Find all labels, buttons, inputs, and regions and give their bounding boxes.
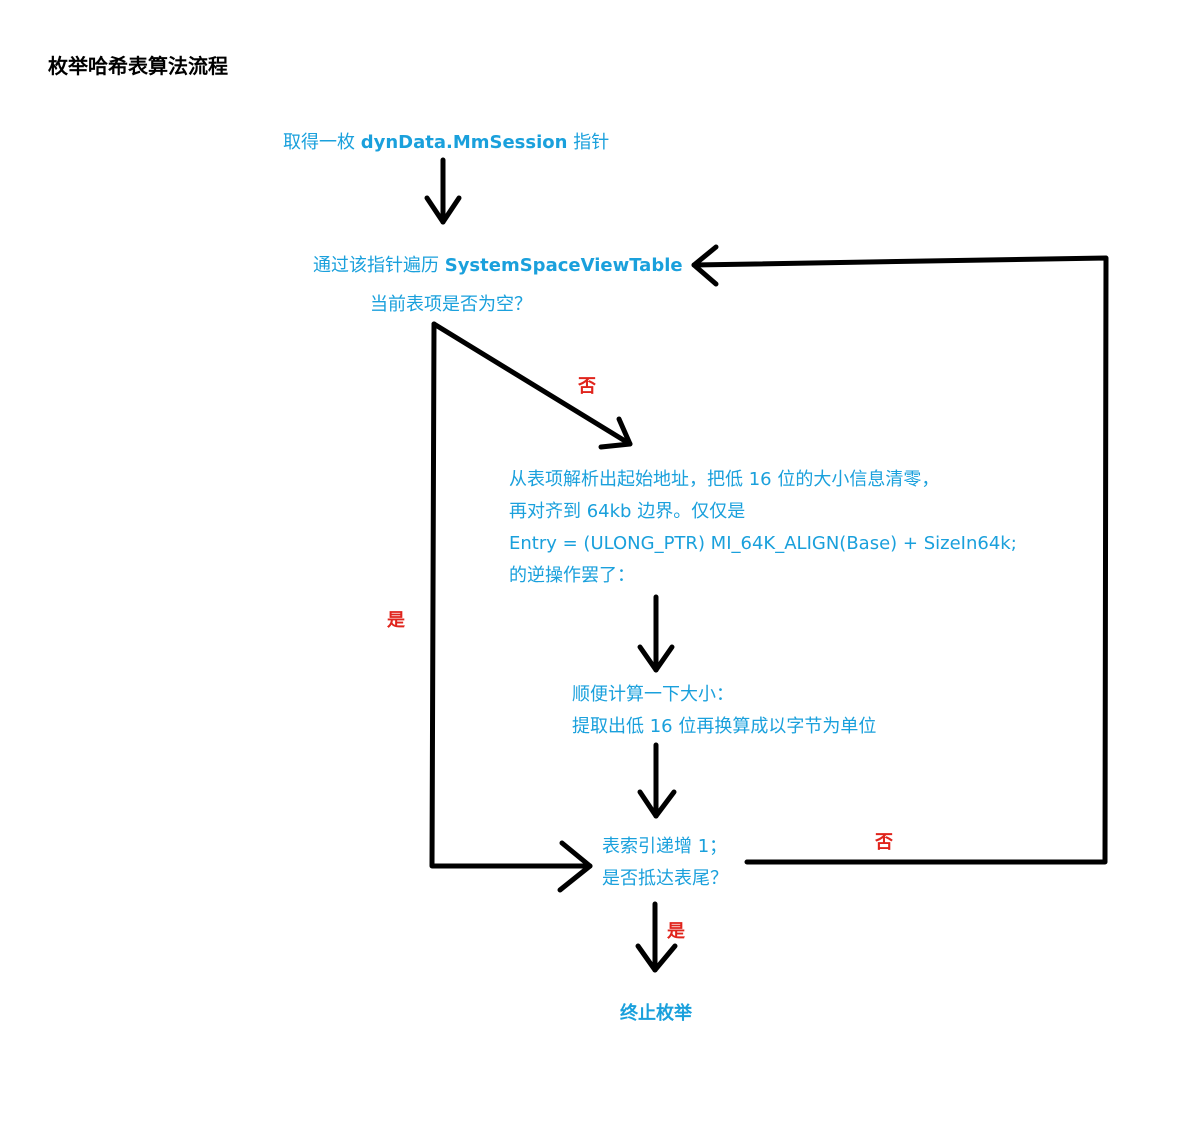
node-size-line1: 顺便计算一下大小： xyxy=(572,684,734,705)
arrow-traverse-to-parse-shaft xyxy=(431,321,633,447)
arrow-increment-to-end-head xyxy=(635,943,678,973)
node-size: 顺便计算一下大小： 提取出低 16 位再换算成以字节为单位 xyxy=(572,679,876,743)
node-get-pointer-suffix: 指针 xyxy=(567,132,610,153)
node-parse-line1: 从表项解析出起始地址，把低 16 位的大小信息清零， xyxy=(509,469,940,490)
node-traverse: 通过该指针遍历 SystemSpaceViewTable xyxy=(313,251,683,277)
node-end: 终止枚举 xyxy=(620,1003,692,1024)
arrow-get-to-traverse-head xyxy=(424,195,462,225)
node-traverse-prefix: 通过该指针遍历 xyxy=(313,255,445,276)
loop-left-yes-head xyxy=(557,840,593,893)
edge-label-yes-to-end: 是 xyxy=(667,921,685,942)
node-get-pointer-code: dynData.MmSession xyxy=(360,132,568,153)
node-get-pointer-prefix: 取得一枚 xyxy=(283,132,361,153)
node-size-line2: 提取出低 16 位再换算成以字节为单位 xyxy=(572,716,877,737)
arrow-traverse-to-parse-head xyxy=(598,416,633,450)
loop-right-no-path xyxy=(691,255,1109,865)
node-get-pointer: 取得一枚 dynData.MmSession 指针 xyxy=(283,128,609,154)
arrow-size-to-increment-head xyxy=(637,789,677,819)
node-parse-line4: 的逆操作罢了： xyxy=(509,565,635,586)
node-increment-line2: 是否抵达表尾？ xyxy=(602,868,728,889)
node-traverse-question: 当前表项是否为空？ xyxy=(370,294,532,315)
loop-left-yes-path xyxy=(429,321,593,869)
edge-label-no-to-parse: 否 xyxy=(578,376,596,397)
edge-label-yes-left-loop: 是 xyxy=(387,610,405,631)
node-parse-line3: Entry = (ULONG_PTR) MI_64K_ALIGN(Base) +… xyxy=(509,533,1017,554)
node-traverse-code: SystemSpaceViewTable xyxy=(444,255,683,276)
node-increment: 表索引递增 1； 是否抵达表尾？ xyxy=(602,831,728,895)
node-parse: 从表项解析出起始地址，把低 16 位的大小信息清零， 再对齐到 64kb 边界。… xyxy=(509,464,1017,592)
loop-right-no-head xyxy=(691,244,719,287)
node-parse-line2: 再对齐到 64kb 边界。仅仅是 xyxy=(509,501,746,522)
edge-label-no-back-loop: 否 xyxy=(875,832,893,853)
node-increment-line1: 表索引递增 1； xyxy=(602,836,728,857)
arrow-parse-to-size-head xyxy=(637,644,675,673)
diagram-title: 枚举哈希表算法流程 xyxy=(48,54,228,78)
